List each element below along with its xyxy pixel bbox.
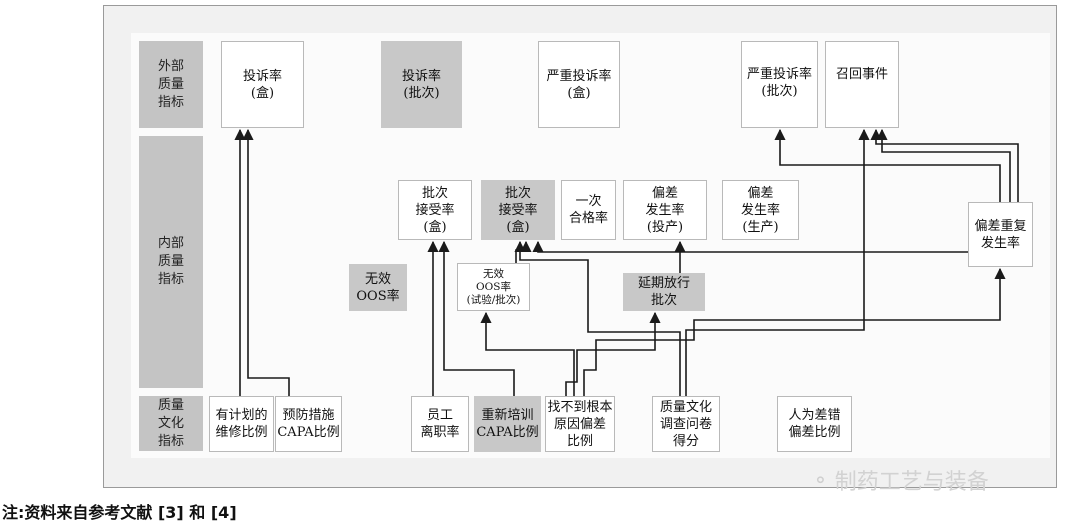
delayed-release-batch: 延期放行 批次 [623,273,705,311]
recall-events: 召回事件 [825,41,899,128]
complaint-rate-box: 投诉率 (盒) [221,41,304,128]
category-internal-quality-metrics: 内部 质量 指标 [139,136,203,388]
watermark-text: 制药工艺与装备 [834,470,989,495]
complaint-rate-batch: 投诉率 (批次) [381,41,462,128]
human-error-deviation-ratio: 人为差错 偏差比例 [777,396,852,452]
retraining-capa-ratio: 重新培训 CAPA比例 [474,396,541,452]
category-quality-culture-metrics: 质量 文化 指标 [139,396,203,451]
severe-complaint-rate-batch: 严重投诉率 (批次) [741,41,818,128]
no-root-cause-deviation-ratio: 找不到根本 原因偏差 比例 [545,396,615,452]
staff-turnover-rate: 员工 离职率 [411,396,469,452]
invalid-oos-rate: 无效 OOS率 [349,264,407,311]
deviation-rate-production: 偏差 发生率 (生产) [722,180,799,240]
batch-acceptance-rate-box-gray: 批次 接受率 (盒) [481,180,555,240]
invalid-oos-rate-test-batch: 无效 OOS率 (试验/批次) [457,263,530,311]
batch-acceptance-rate-box: 批次 接受率 (盒) [398,180,472,240]
severe-complaint-rate-box: 严重投诉率 (盒) [538,41,620,128]
wechat-icon: ⚬ [812,468,829,492]
deviation-repeat-rate: 偏差重复 发生率 [968,202,1033,267]
deviation-rate-launch: 偏差 发生率 (投产) [623,180,707,240]
category-external-quality-metrics: 外部 质量 指标 [139,41,203,128]
first-pass-yield-rate: 一次 合格率 [561,180,616,240]
quality-culture-survey-score: 质量文化 调查问卷 得分 [652,396,720,452]
preventive-capa-ratio: 预防措施 CAPA比例 [275,396,342,452]
watermark: ⚬ 制药工艺与装备 [812,464,989,496]
planned-maintenance-ratio: 有计划的 维修比例 [209,396,274,452]
footnote: 注:资料来自参考文献 [3] 和 [4] [2,503,237,522]
